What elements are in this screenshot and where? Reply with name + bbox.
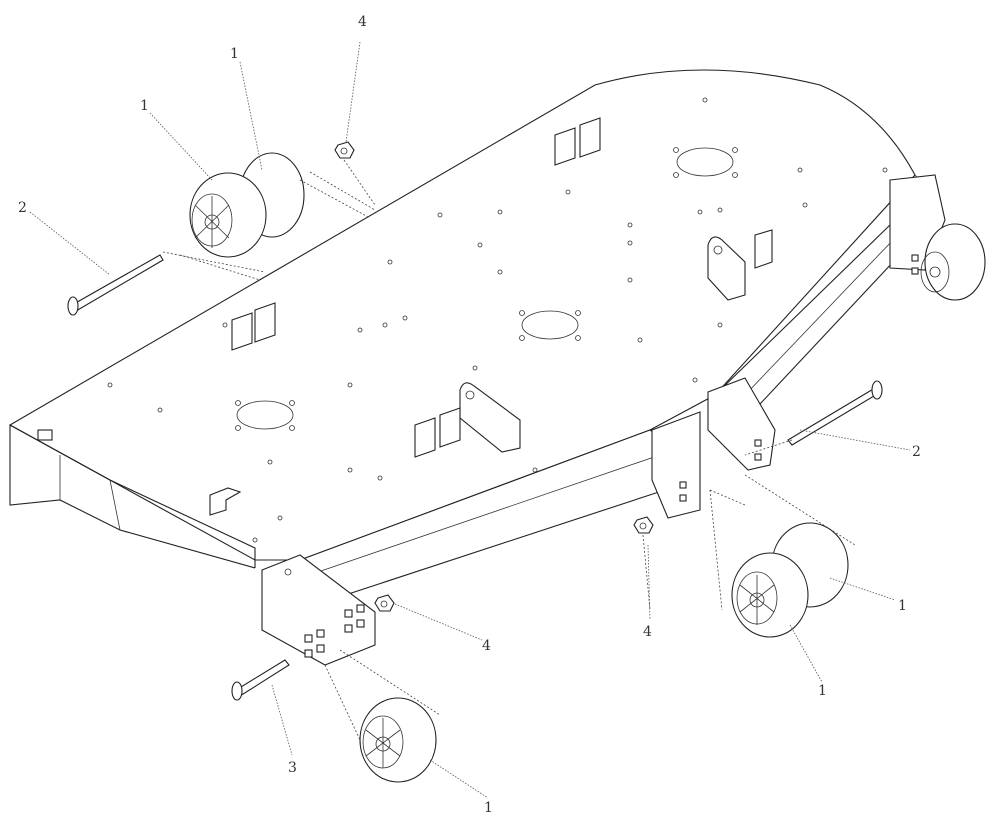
callout-labels: 1 1 2 4 2 1 1 4 4 3 1 — [18, 14, 921, 816]
callout-1c: 1 — [898, 598, 907, 614]
deck-mount-brackets — [209, 117, 773, 516]
deck-plate — [8, 69, 936, 569]
bolt-upper-left — [67, 254, 164, 316]
callout-4c: 4 — [482, 638, 491, 654]
rear-frame-channel — [299, 223, 896, 601]
callout-4a: 4 — [358, 14, 367, 30]
callout-1e: 1 — [484, 800, 493, 816]
roller-upper-left — [189, 152, 305, 258]
roller-lower-right — [731, 522, 849, 638]
nut-center — [633, 516, 654, 534]
roller-upper-right — [920, 223, 986, 301]
nut-top — [334, 141, 355, 159]
nut-lower — [374, 594, 395, 612]
leader-lines — [29, 41, 911, 799]
deck-bolt-holes — [107, 97, 888, 543]
callout-3a: 3 — [288, 760, 297, 776]
roller-lower-left — [359, 697, 437, 783]
bolt-right — [787, 380, 883, 446]
callout-1a: 1 — [230, 46, 239, 62]
bolt-lower-left — [231, 659, 290, 701]
assembly-lines — [162, 159, 856, 741]
callout-2b: 2 — [912, 444, 921, 460]
callout-4b: 4 — [643, 624, 652, 640]
spindle-openings — [235, 147, 738, 431]
callout-2a: 2 — [18, 200, 27, 216]
callout-1b: 1 — [140, 98, 149, 114]
callout-1d: 1 — [818, 683, 827, 699]
